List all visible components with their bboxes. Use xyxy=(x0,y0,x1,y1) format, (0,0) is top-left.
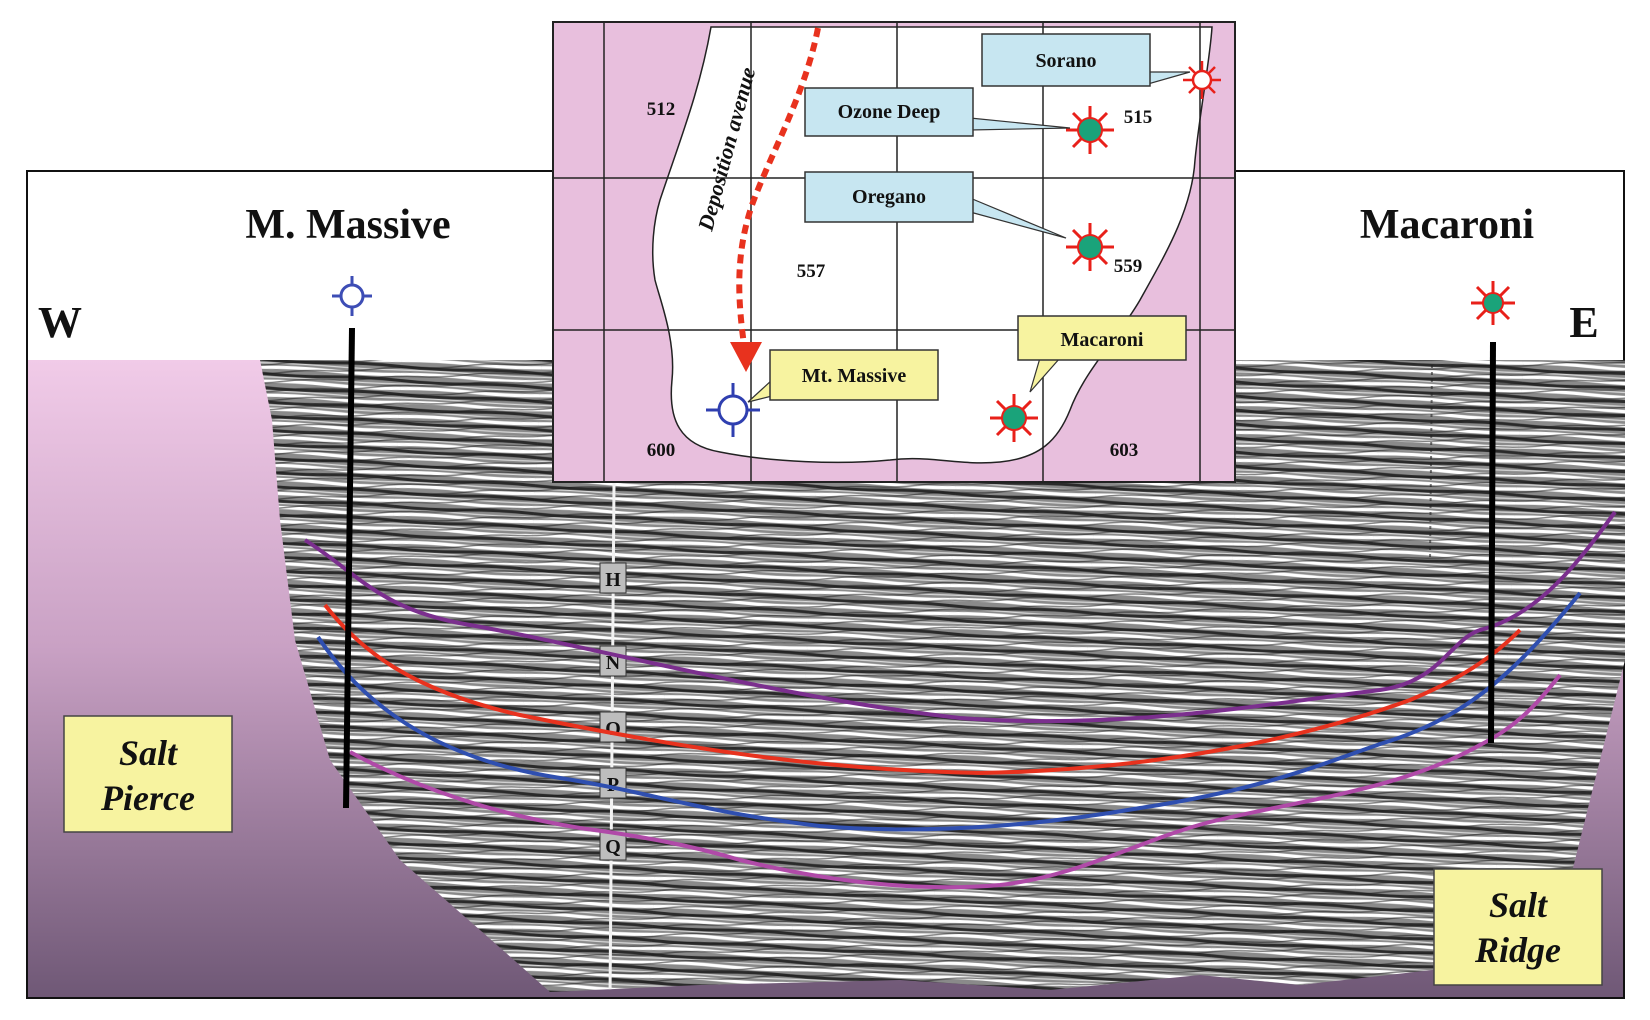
ozone-deep-well-icon xyxy=(1066,106,1114,154)
svg-text:Salt: Salt xyxy=(1489,885,1548,925)
svg-text:Oregano: Oregano xyxy=(852,186,926,208)
horizon-red xyxy=(323,603,1522,776)
svg-text:Macaroni: Macaroni xyxy=(1061,329,1144,351)
marker-letter: Q xyxy=(605,836,621,858)
svg-text:Ozone Deep: Ozone Deep xyxy=(838,101,941,123)
horizon-magenta xyxy=(349,673,1562,890)
well-title-right: Macaroni xyxy=(1360,202,1535,248)
salt-pierce-label: Salt Pierce xyxy=(63,715,233,833)
svg-text:Sorano: Sorano xyxy=(1035,50,1096,72)
callout-oregano: Oregano xyxy=(804,171,1067,239)
deposition-arrow xyxy=(736,27,821,346)
salt-ridge-label: Salt Ridge xyxy=(1433,868,1603,986)
block-number: 512 xyxy=(647,99,676,120)
well-macaroni xyxy=(1488,341,1496,744)
horizon-purple xyxy=(303,510,1617,724)
macaroni-map-well-icon xyxy=(990,394,1038,442)
marker-letter: H xyxy=(605,569,621,591)
dry-hole-icon xyxy=(332,276,372,316)
svg-text:Salt: Salt xyxy=(119,733,178,773)
callout-sorano: Sorano xyxy=(981,33,1191,87)
callout-macaroni: Macaroni xyxy=(1017,315,1187,393)
horizon-blue xyxy=(316,591,1582,832)
marker-letter: P xyxy=(607,774,619,796)
mt-massive-dry-hole-icon xyxy=(706,383,760,437)
direction-east: E xyxy=(1569,298,1598,347)
marker-letter: O xyxy=(605,718,621,740)
marker-letter: N xyxy=(606,652,621,674)
callout-ozone-deep: Ozone Deep xyxy=(804,87,1071,137)
well-title-left: M. Massive xyxy=(245,202,450,248)
sorano-well-icon xyxy=(1183,61,1221,99)
svg-text:Mt. Massive: Mt. Massive xyxy=(802,365,907,387)
block-number: 600 xyxy=(647,440,676,461)
producing-well-icon xyxy=(1471,281,1515,325)
svg-text:Ridge: Ridge xyxy=(1474,930,1561,970)
callout-mt-massive: Mt. Massive xyxy=(747,349,939,403)
inset-map: Deposition avenue 512 515 557 559 600 60… xyxy=(552,21,1236,483)
direction-west: W xyxy=(38,298,82,347)
block-number: 603 xyxy=(1110,440,1139,461)
block-number: 557 xyxy=(797,261,826,282)
oregano-well-icon xyxy=(1066,223,1114,271)
arrow-head xyxy=(730,342,762,372)
block-number: 515 xyxy=(1124,107,1153,128)
well-m-massive xyxy=(343,327,355,809)
block-number: 559 xyxy=(1114,256,1143,277)
svg-text:Pierce: Pierce xyxy=(100,778,195,818)
